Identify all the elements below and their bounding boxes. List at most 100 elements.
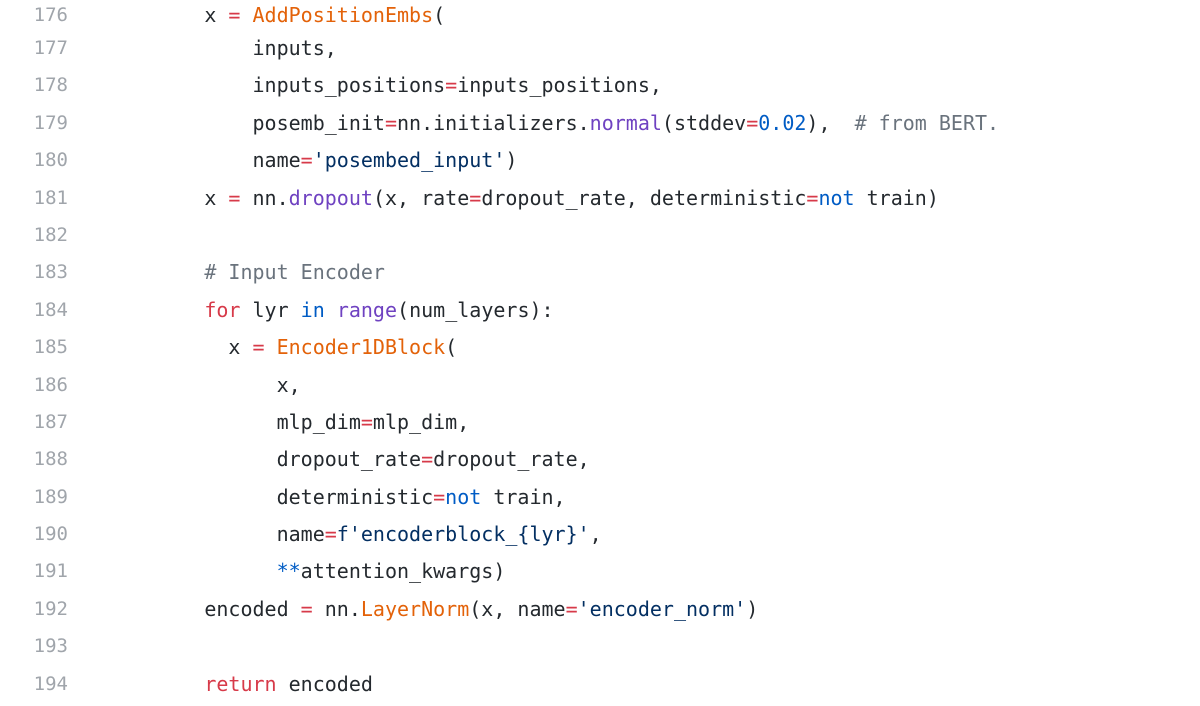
code-token: =	[806, 185, 819, 210]
line-code: return encoded	[108, 666, 373, 703]
code-token: =	[252, 335, 265, 360]
code-token	[265, 335, 277, 359]
line-number[interactable]: 178	[33, 74, 68, 97]
line-number[interactable]: 193	[33, 635, 68, 658]
code-line: 192 encoded = nn.LayerNorm(x, name='enco…	[0, 591, 1200, 628]
line-code: x = Encoder1DBlock(	[108, 329, 457, 366]
code-line: 180 name='posembed_input')	[0, 142, 1200, 179]
code-line: 186 x,	[0, 367, 1200, 404]
code-token: dropout_rate,	[433, 447, 590, 472]
code-token: train)	[854, 185, 939, 210]
code-token: encoded	[108, 596, 301, 621]
code-token: =	[300, 596, 313, 621]
line-number[interactable]: 192	[33, 597, 68, 620]
code-line: 185 x = Encoder1DBlock(	[0, 329, 1200, 366]
line-number[interactable]: 194	[33, 672, 68, 695]
code-line: 194 return encoded	[0, 666, 1200, 703]
code-token: mlp_dim	[108, 409, 361, 434]
code-token: )	[746, 596, 759, 621]
code-token: dropout_rate	[108, 447, 422, 472]
line-number[interactable]: 187	[33, 410, 68, 433]
code-token: # from BERT.	[854, 110, 1000, 135]
code-token: inputs_positions	[108, 73, 446, 98]
line-code: # Input Encoder	[108, 254, 385, 291]
code-line: 177 inputs,	[0, 30, 1200, 67]
code-token: mlp_dim,	[372, 409, 470, 434]
line-number[interactable]: 185	[33, 336, 68, 359]
line-number[interactable]: 181	[33, 186, 68, 209]
code-line: 183 # Input Encoder	[0, 254, 1200, 291]
code-line: 181 x = nn.dropout(x, rate=dropout_rate,…	[0, 180, 1200, 217]
line-number[interactable]: 182	[33, 223, 68, 246]
code-line: 178 inputs_positions=inputs_positions,	[0, 67, 1200, 104]
code-token: =	[360, 409, 373, 434]
line-code: **attention_kwargs)	[108, 553, 506, 590]
line-number[interactable]: 180	[33, 149, 68, 172]
code-token: nn.initializers.	[397, 110, 590, 135]
code-token: **	[276, 559, 301, 584]
code-token: =	[445, 73, 458, 98]
code-line: 189 deterministic=not train,	[0, 479, 1200, 516]
code-line: 193	[0, 628, 1200, 665]
code-line: 187 mlp_dim=mlp_dim,	[0, 404, 1200, 441]
line-number[interactable]: 184	[33, 298, 68, 321]
code-line: 179 posemb_init=nn.initializers.normal(s…	[0, 105, 1200, 142]
code-token: =	[469, 185, 482, 210]
code-token: range	[336, 297, 398, 322]
code-token: =	[228, 185, 241, 210]
code-token: dropout_rate, deterministic	[481, 185, 807, 210]
line-number[interactable]: 179	[33, 111, 68, 134]
code-token: 'encoder_norm'	[577, 596, 747, 621]
code-token: attention_kwargs)	[300, 559, 506, 584]
code-token: f'encoderblock_{lyr}'	[336, 522, 590, 547]
code-token: )	[505, 148, 518, 173]
code-line: 188 dropout_rate=dropout_rate,	[0, 441, 1200, 478]
line-number[interactable]: 189	[33, 485, 68, 508]
line-number[interactable]: 177	[33, 37, 68, 59]
code-token	[108, 672, 204, 696]
code-token: x	[108, 185, 229, 210]
code-line: 190 name=f'encoderblock_{lyr}',	[0, 516, 1200, 553]
line-code: encoded = nn.LayerNorm(x, name='encoder_…	[108, 591, 758, 628]
code-token: name	[108, 148, 301, 173]
code-token: =	[384, 110, 397, 135]
code-token: not	[445, 484, 482, 509]
line-number[interactable]: 190	[33, 523, 68, 546]
code-token: in	[300, 297, 325, 322]
code-token: (x, name	[469, 596, 566, 621]
code-token: (num_layers):	[397, 297, 554, 322]
code-line: 182	[0, 217, 1200, 254]
code-token: nn.	[312, 596, 361, 621]
line-number[interactable]: 188	[33, 448, 68, 471]
code-token	[108, 260, 204, 284]
line-code: name=f'encoderblock_{lyr}',	[108, 516, 602, 553]
code-token: encoded	[276, 671, 373, 696]
line-code: mlp_dim=mlp_dim,	[108, 404, 470, 441]
code-token: train,	[481, 484, 566, 509]
code-token: =	[565, 596, 578, 621]
code-token: x	[108, 3, 229, 27]
line-code: name='posembed_input')	[108, 142, 517, 179]
code-token: (	[445, 335, 458, 360]
line-code: posemb_init=nn.initializers.normal(stdde…	[108, 105, 999, 142]
code-token: LayerNorm	[360, 596, 470, 621]
code-token: deterministic	[108, 484, 434, 509]
line-code: for lyr in range(num_layers):	[108, 292, 554, 329]
code-token: ),	[806, 110, 855, 135]
code-token: lyr	[240, 297, 301, 322]
code-token: (	[433, 3, 446, 27]
line-number[interactable]: 191	[33, 560, 68, 583]
code-token: posemb_init	[108, 110, 385, 135]
code-token: return	[204, 671, 277, 696]
code-token: x,	[108, 372, 301, 397]
code-token: AddPositionEmbs	[252, 3, 434, 27]
line-code: dropout_rate=dropout_rate,	[108, 441, 590, 478]
line-number[interactable]: 176	[33, 4, 68, 26]
line-code: x = nn.dropout(x, rate=dropout_rate, det…	[108, 180, 939, 217]
line-number[interactable]: 186	[33, 373, 68, 396]
line-number[interactable]: 183	[33, 261, 68, 284]
line-code: inputs_positions=inputs_positions,	[108, 67, 661, 104]
line-code: inputs,	[108, 30, 336, 67]
code-token: for	[204, 297, 241, 322]
